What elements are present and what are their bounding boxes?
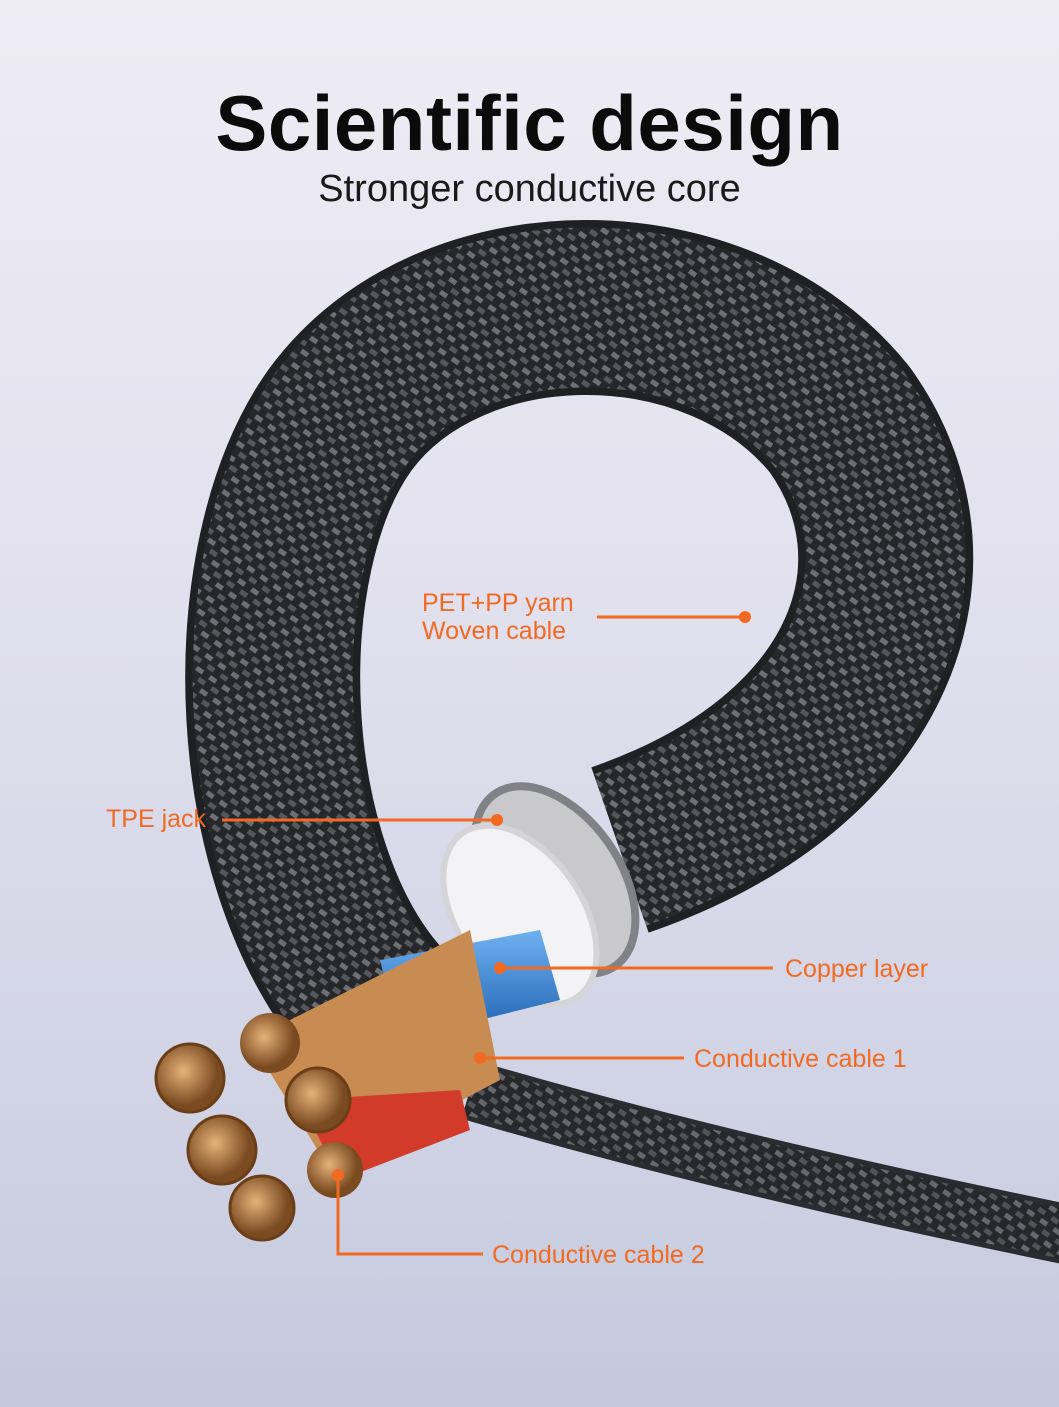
label-conductive-cable-1: Conductive cable 1 <box>694 1045 907 1073</box>
callout-line-c2 <box>336 1175 483 1256</box>
label-conductive-cable-2: Conductive cable 2 <box>492 1241 705 1269</box>
label-yarn-line2: Woven cable <box>422 617 567 645</box>
label-yarn-line1: PET+PP yarn <box>422 589 574 617</box>
label-copper-layer: Copper layer <box>785 955 929 983</box>
page-title: Scientific design <box>215 79 844 167</box>
label-tpe-jack: TPE jack <box>106 805 207 833</box>
label-yarn: PET+PP yarn Woven cable <box>422 589 574 645</box>
page-subtitle: Stronger conductive core <box>318 168 741 210</box>
